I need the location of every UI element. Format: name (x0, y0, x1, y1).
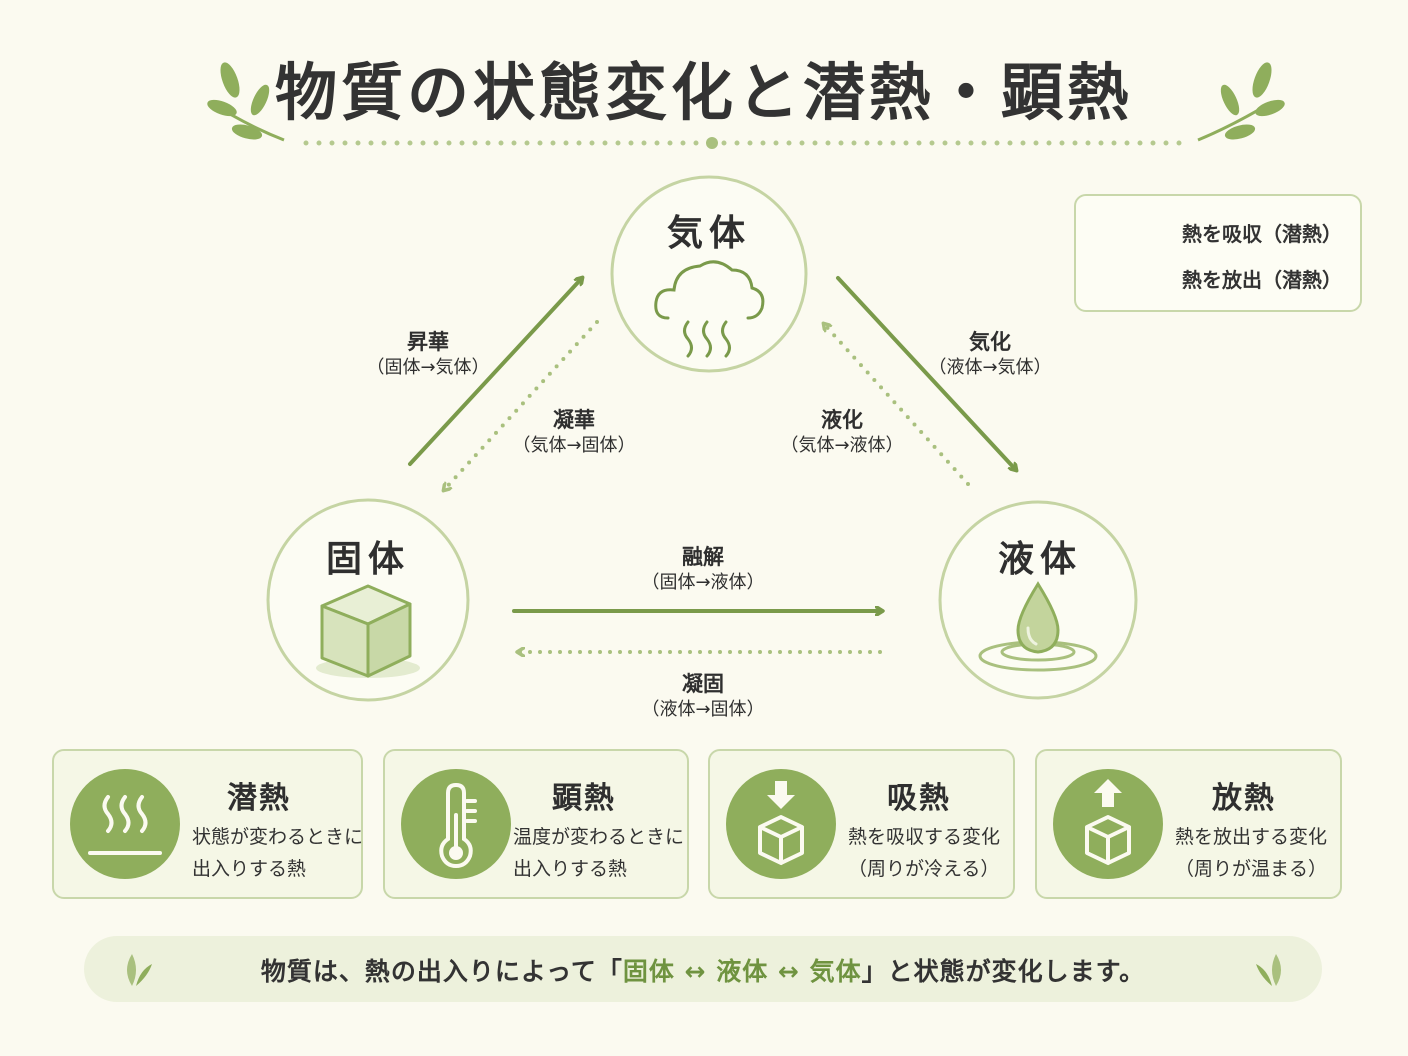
legend-absorb-label: 熱を吸収（潜熱） (1182, 222, 1342, 246)
sublimation-label: 昇華 （固体→気体） (348, 328, 508, 381)
summary-suffix: 」と状態が変化します。 (861, 957, 1146, 986)
freezing-name: 凝固 (682, 672, 724, 696)
gas-label: 気体 (666, 213, 751, 254)
leaf-sprig-right-icon (1197, 62, 1285, 142)
vaporization-sub: （液体→気体） (928, 357, 1052, 379)
deposition-label: 凝華 （気体→固体） (494, 406, 654, 459)
condensation-label: 液化 （気体→液体） (762, 406, 922, 459)
leaf-right-icon (1256, 954, 1281, 986)
summary-solid: 固体 (622, 957, 675, 986)
card-heat-absorption: 吸熱 熱を吸収する変化 （周りが冷える） (708, 749, 1015, 899)
summary-arrow-1: ↔ (674, 957, 717, 986)
solid-label: 固体 (325, 539, 410, 580)
melting-label: 融解 （固体→液体） (618, 543, 788, 596)
card-latent-line2: 出入りする熱 (192, 858, 307, 880)
gas-circle (610, 175, 808, 373)
leaf-sprig-left-icon (207, 62, 285, 142)
sublimation-name: 昇華 (407, 330, 449, 354)
thermometer-icon (401, 769, 511, 879)
summary-banner: 物質は、熱の出入りによって「固体 ↔ 液体 ↔ 気体」と状態が変化します。 (84, 936, 1322, 1002)
card-release-desc: 熱を放出する変化 （周りが温まる） (1175, 821, 1327, 885)
vaporization-label: 気化 （液体→気体） (910, 328, 1070, 381)
legend-release-label: 熱を放出（潜熱） (1182, 268, 1342, 292)
page-title: 物質の状態変化と潜熱・顕熱 (274, 56, 1133, 129)
summary-text: 物質は、熱の出入りによって「固体 ↔ 液体 ↔ 気体」と状態が変化します。 (84, 952, 1322, 988)
vaporization-name: 気化 (969, 330, 1011, 354)
deposition-arrow (444, 320, 599, 490)
freezing-label: 凝固 （液体→固体） (618, 670, 788, 723)
condensation-name: 液化 (821, 408, 863, 432)
card-heat-release: 放熱 熱を放出する変化 （周りが温まる） (1035, 749, 1342, 899)
melting-name: 融解 (682, 545, 724, 569)
card-sensible-heat: 顕熱 温度が変わるときに 出入りする熱 (383, 749, 689, 899)
card-sensible-line1: 温度が変わるときに (513, 826, 685, 848)
card-release-line2: （周りが温まる） (1175, 858, 1328, 880)
title-divider (303, 137, 1187, 149)
card-absorb-title: 吸熱 (887, 781, 951, 816)
summary-arrow-2: ↔ (768, 957, 810, 986)
leaf-left-icon (127, 954, 152, 986)
card-sensible-desc: 温度が変わるときに 出入りする熱 (513, 821, 684, 885)
summary-liquid: 液体 (716, 957, 769, 986)
ice-cube-icon (316, 584, 420, 678)
liquid-label: 液体 (997, 539, 1082, 580)
freezing-sub: （液体→固体） (641, 699, 765, 721)
card-latent-title: 潜熱 (227, 781, 291, 816)
melting-sub: （固体→液体） (641, 572, 765, 594)
deposition-sub: （気体→固体） (512, 435, 636, 457)
card-sensible-line2: 出入りする熱 (513, 858, 628, 880)
card-absorb-desc: 熱を吸収する変化 （周りが冷える） (848, 821, 1000, 885)
card-absorb-line2: （周りが冷える） (848, 858, 1000, 880)
sublimation-arrow (408, 278, 582, 466)
card-latent-line1: 状態が変わるときに (192, 826, 364, 848)
water-drop-icon (978, 581, 1098, 672)
card-sensible-title: 顕熱 (552, 781, 616, 816)
condensation-sub: （気体→液体） (780, 435, 904, 457)
card-latent-desc: 状態が変わるときに 出入りする熱 (192, 821, 363, 885)
condensation-arrow (824, 324, 970, 486)
cube-arrow-down-icon (726, 769, 836, 879)
vaporization-arrow (836, 276, 1016, 470)
summary-gas: 気体 (809, 957, 862, 986)
card-latent-heat: 潜熱 状態が変わるときに 出入りする熱 (52, 749, 363, 899)
deposition-name: 凝華 (553, 408, 595, 432)
steam-icon (70, 769, 180, 879)
card-release-title: 放熱 (1212, 781, 1276, 816)
sublimation-sub: （固体→気体） (366, 357, 490, 379)
summary-prefix: 物質は、熱の出入りによって「 (260, 957, 623, 986)
cloud-icon (654, 260, 765, 358)
cube-arrow-up-icon (1053, 769, 1163, 879)
card-release-line1: 熱を放出する変化 (1175, 826, 1328, 848)
card-absorb-line1: 熱を吸収する変化 (848, 826, 1001, 848)
legend: 熱を吸収（潜熱） 熱を放出（潜熱） (1074, 194, 1362, 312)
